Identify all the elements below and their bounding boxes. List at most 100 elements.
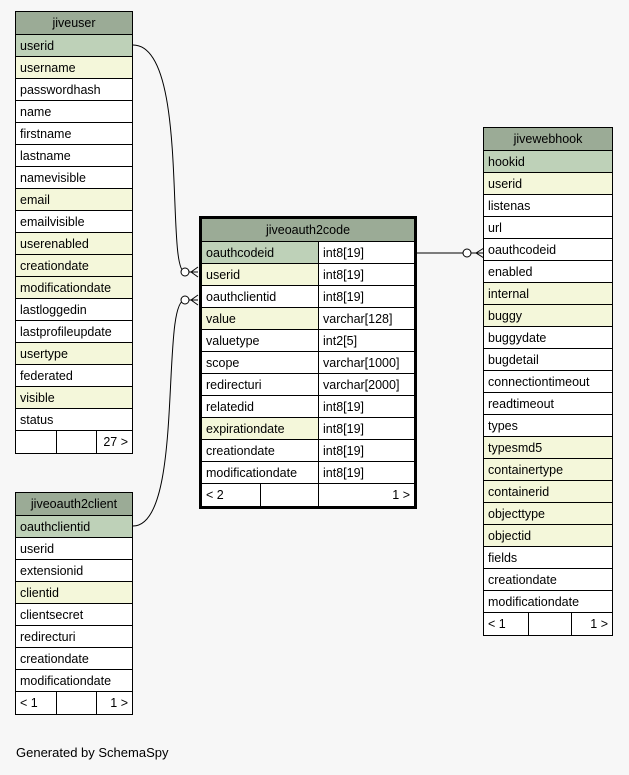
- column-name: buggy: [488, 309, 523, 323]
- column-row[interactable]: enabled: [484, 261, 612, 283]
- column-row[interactable]: userid: [16, 538, 132, 560]
- column-type: int8[19]: [318, 242, 414, 263]
- column-row[interactable]: containertype: [484, 459, 612, 481]
- column-row[interactable]: lastprofileupdate: [16, 321, 132, 343]
- footer-prev-count[interactable]: < 1: [20, 696, 38, 710]
- table-title: jiveoauth2code: [202, 219, 414, 242]
- column-name: bugdetail: [488, 353, 539, 367]
- column-row[interactable]: creationdate: [16, 648, 132, 670]
- column-row[interactable]: userenabled: [16, 233, 132, 255]
- column-row[interactable]: listenas: [484, 195, 612, 217]
- footer-next-count[interactable]: 27 >: [96, 431, 132, 453]
- footer-prev-count[interactable]: [16, 431, 56, 453]
- generated-by-caption: Generated by SchemaSpy: [16, 745, 169, 760]
- column-row[interactable]: namevisible: [16, 167, 132, 189]
- footer-prev-count[interactable]: < 2: [206, 488, 224, 502]
- footer-prev-count[interactable]: < 1: [488, 617, 506, 631]
- column-row[interactable]: redirecturi: [16, 626, 132, 648]
- footer-next-count[interactable]: 1 >: [571, 613, 612, 635]
- column-row[interactable]: oauthcodeid int8[19]: [202, 242, 414, 264]
- column-name: relatedid: [206, 400, 254, 414]
- column-row[interactable]: firstname: [16, 123, 132, 145]
- footer-middle: [56, 431, 96, 453]
- column-name: readtimeout: [488, 397, 555, 411]
- column-row[interactable]: modificationdate: [484, 591, 612, 613]
- column-row[interactable]: url: [484, 217, 612, 239]
- column-row[interactable]: readtimeout: [484, 393, 612, 415]
- column-row[interactable]: clientid: [16, 582, 132, 604]
- table-footer: < 2 1 >: [202, 484, 414, 506]
- column-row[interactable]: internal: [484, 283, 612, 305]
- column-row[interactable]: types: [484, 415, 612, 437]
- table-footer: 27 >: [16, 431, 132, 453]
- column-row[interactable]: status: [16, 409, 132, 431]
- column-row[interactable]: userid: [16, 35, 132, 57]
- column-row[interactable]: visible: [16, 387, 132, 409]
- column-name: usertype: [20, 347, 68, 361]
- footer-middle: [56, 692, 96, 714]
- column-name: lastname: [20, 149, 71, 163]
- column-row[interactable]: creationdate: [16, 255, 132, 277]
- column-row[interactable]: name: [16, 101, 132, 123]
- column-name: visible: [20, 391, 55, 405]
- column-name: fields: [488, 551, 518, 565]
- column-row[interactable]: modificationdate: [16, 670, 132, 692]
- column-row[interactable]: passwordhash: [16, 79, 132, 101]
- column-name: redirecturi: [206, 378, 262, 392]
- column-row[interactable]: objectid: [484, 525, 612, 547]
- column-row[interactable]: userid: [484, 173, 612, 195]
- column-name: lastloggedin: [20, 303, 87, 317]
- column-row[interactable]: hookid: [484, 151, 612, 173]
- footer-next-count[interactable]: 1 >: [96, 692, 132, 714]
- column-row[interactable]: federated: [16, 365, 132, 387]
- column-row[interactable]: lastname: [16, 145, 132, 167]
- column-row[interactable]: extensionid: [16, 560, 132, 582]
- column-row[interactable]: buggydate: [484, 327, 612, 349]
- column-row[interactable]: typesmd5: [484, 437, 612, 459]
- link-end-circle: [180, 295, 190, 305]
- column-row[interactable]: usertype: [16, 343, 132, 365]
- column-type: int8[19]: [318, 462, 414, 483]
- column-row[interactable]: bugdetail: [484, 349, 612, 371]
- footer-middle: [528, 613, 571, 635]
- column-row[interactable]: username: [16, 57, 132, 79]
- column-name: modificationdate: [20, 674, 112, 688]
- column-row[interactable]: clientsecret: [16, 604, 132, 626]
- column-row[interactable]: buggy: [484, 305, 612, 327]
- column-name: enabled: [488, 265, 533, 279]
- column-name: containertype: [488, 463, 564, 477]
- column-type: int8[19]: [318, 264, 414, 285]
- column-row[interactable]: containerid: [484, 481, 612, 503]
- column-row[interactable]: redirecturi varchar[2000]: [202, 374, 414, 396]
- column-name: clientsecret: [20, 608, 84, 622]
- column-row[interactable]: email: [16, 189, 132, 211]
- column-name: objecttype: [488, 507, 545, 521]
- column-row[interactable]: modificationdate: [16, 277, 132, 299]
- column-row[interactable]: oauthclientid: [16, 516, 132, 538]
- footer-next-count[interactable]: 1 >: [318, 484, 414, 506]
- column-row[interactable]: lastloggedin: [16, 299, 132, 321]
- column-name: oauthcodeid: [206, 246, 275, 260]
- column-row[interactable]: creationdate: [484, 569, 612, 591]
- column-row[interactable]: fields: [484, 547, 612, 569]
- column-row[interactable]: emailvisible: [16, 211, 132, 233]
- column-type: varchar[2000]: [318, 374, 414, 395]
- column-row[interactable]: connectiontimeout: [484, 371, 612, 393]
- column-name: clientid: [20, 586, 59, 600]
- column-row[interactable]: oauthcodeid: [484, 239, 612, 261]
- column-row[interactable]: objecttype: [484, 503, 612, 525]
- column-name: creationdate: [20, 259, 89, 273]
